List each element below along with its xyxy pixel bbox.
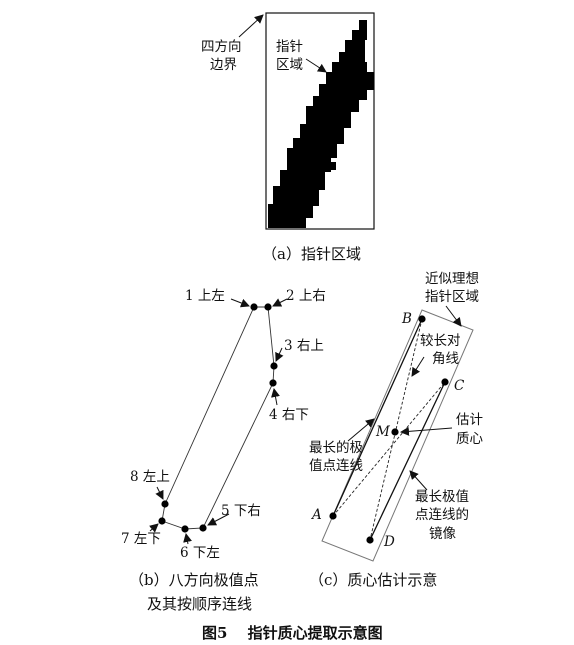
extreme-point-6 [181, 525, 189, 533]
ordered-connection-outline [161, 306, 275, 530]
extreme-point-8 [161, 500, 169, 508]
point-label-8: 8 左上 [130, 469, 170, 485]
panel-b-extreme-points [149, 298, 288, 545]
panel-c-caption: （c）质心估计示意 [309, 571, 438, 589]
panel-c-centroid [321, 305, 474, 562]
centroid-label-line1: 估计 [456, 412, 483, 428]
mirror-label-line3: 镜像 [429, 526, 456, 542]
point-label-6: 6 下左 [180, 545, 220, 561]
centroid-arrow [400, 426, 453, 436]
pointer-region-label-line2: 区域 [276, 57, 303, 73]
point-label-3: 3 右上 [284, 338, 324, 354]
extreme-point-4 [269, 379, 277, 387]
point-label-4: 4 右下 [269, 407, 309, 423]
mirror-arrow [409, 470, 428, 491]
diagonal-label-line2: 角线 [432, 351, 459, 367]
mirror-line [369, 381, 446, 541]
longer-diagonal [369, 318, 423, 541]
panel-b-caption-line1: （b）八方向极值点 [129, 571, 259, 589]
extreme-point-7 [158, 517, 166, 525]
point-B-label: B [402, 311, 412, 327]
point-label-2: 2 上右 [286, 288, 326, 304]
extreme-point-3 [270, 362, 278, 370]
point-D [366, 536, 374, 544]
diagonal-arrow [411, 356, 425, 377]
longest-line-label-line1: 最长的极 [309, 440, 363, 456]
centroid-label-line2: 质心 [456, 431, 483, 447]
panel-a-pointer-image [238, 12, 375, 230]
pointer-region-label-line1: 指针 [276, 39, 303, 55]
longest-line-label-line2: 值点连线 [309, 458, 363, 474]
point-label-7: 7 左下 [121, 531, 161, 547]
point-A-label: A [312, 507, 322, 523]
point-C-label: C [454, 378, 465, 394]
pointer-pixel-region [268, 20, 374, 228]
point-label-1: 1 上左 [185, 288, 225, 304]
short-diagonal [332, 381, 446, 517]
point-B [418, 315, 426, 323]
point-D-label: D [384, 534, 395, 550]
ideal-region-label-line1: 近似理想 [425, 271, 479, 287]
mirror-label-line1: 最长极值 [415, 489, 469, 505]
longest-line-arrow [347, 418, 375, 442]
point-A [329, 512, 337, 520]
extreme-point-2 [264, 303, 272, 311]
figure-caption: 图5 指针质心提取示意图 [202, 624, 383, 642]
diagonal-label-line1: 较长对 [420, 333, 461, 349]
point-M [391, 428, 399, 436]
ideal-region-arrow [445, 305, 462, 327]
boundary-arrow [238, 14, 264, 38]
panel-b-caption-line2: 及其按顺序连线 [147, 595, 253, 613]
panel-a-caption: （a）指针区域 [262, 245, 361, 263]
point-M-label: M [376, 424, 390, 440]
longest-extreme-line [332, 318, 423, 517]
pointer-region-arrow [305, 58, 327, 73]
extreme-point-5 [199, 524, 207, 532]
point-label-5: 5 下右 [221, 503, 261, 519]
extreme-point-1 [250, 303, 258, 311]
boundary-label-line2: 边界 [210, 57, 237, 73]
ideal-region-label-line2: 指针区域 [425, 289, 479, 305]
point-C [441, 378, 449, 386]
mirror-label-line2: 点连线的 [415, 507, 469, 523]
boundary-label-line1: 四方向 [201, 39, 242, 55]
